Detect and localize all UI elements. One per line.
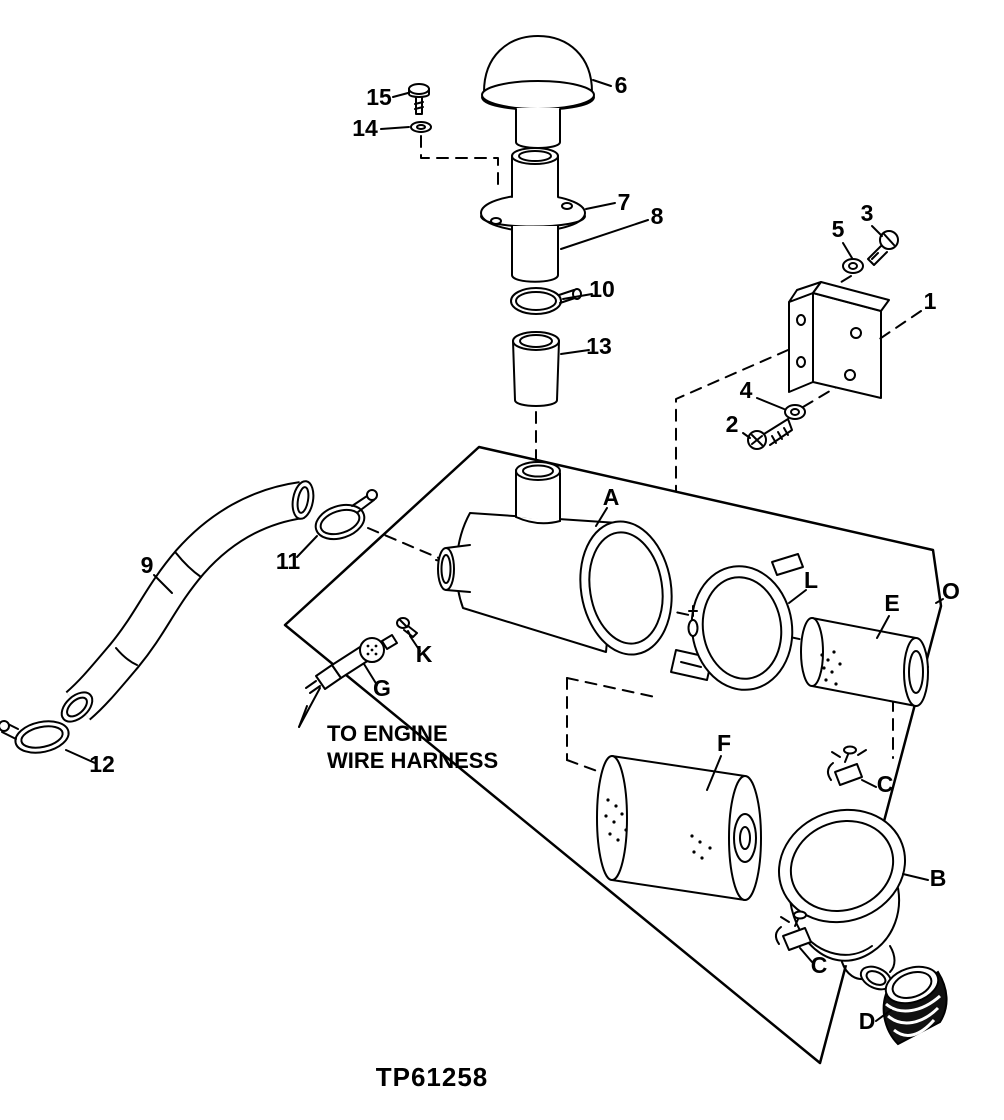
callout-L: L (804, 567, 818, 593)
part-washer-4 (784, 404, 806, 420)
leader-7 (585, 202, 616, 210)
callout-6: 6 (615, 72, 628, 98)
callout-B: B (930, 865, 947, 891)
leader-11 (296, 535, 318, 558)
part-flanged-tube-7-8 (480, 147, 586, 283)
leader-C-top (861, 779, 877, 788)
filter-perforation-dots (820, 650, 842, 686)
part-primary-filter-F (596, 755, 762, 901)
note-line-2: WIRE HARNESS (327, 748, 498, 773)
callout-9: 9 (141, 552, 154, 578)
callout-C-top: C (877, 771, 894, 797)
leader-note-2 (298, 705, 308, 728)
leader-15 (392, 92, 409, 98)
note-line-1: TO ENGINE (327, 721, 448, 746)
filter-perforation-dots (604, 798, 712, 860)
leader-A (595, 507, 608, 527)
callout-K: K (416, 641, 433, 667)
callout-F: F (717, 730, 731, 756)
part-clamp-12 (0, 720, 70, 754)
leader-5 (842, 242, 853, 259)
leader-O (935, 598, 944, 604)
part-bolt-15 (408, 83, 430, 115)
callout-10: 10 (589, 276, 615, 302)
part-housing-B (777, 808, 907, 991)
leader-F (706, 755, 722, 791)
leader-B (902, 873, 929, 881)
leader-8 (560, 219, 649, 250)
leader-12 (65, 749, 96, 764)
leader-D (875, 1009, 892, 1022)
part-clamp-11 (314, 489, 378, 541)
part-latch-clamp-top-C (827, 745, 867, 786)
leader-14 (380, 126, 410, 130)
part-rain-cap-6 (481, 35, 595, 149)
part-sensor-G (305, 634, 398, 694)
part-washer-14 (410, 121, 432, 133)
part-mounting-bracket-1 (788, 281, 890, 399)
leader-4 (756, 397, 785, 410)
leader-E (876, 615, 890, 639)
callout-C-bottom: C (811, 952, 828, 978)
part-clamp-10 (510, 287, 582, 315)
part-screw-K (396, 617, 418, 638)
part-outlet-elbow-D (882, 965, 948, 1046)
part-band-clamp-L (670, 553, 804, 691)
callout-G: G (373, 675, 391, 701)
callout-11: 11 (276, 548, 301, 574)
callout-5: 5 (832, 216, 845, 242)
callout-E: E (884, 590, 899, 616)
leader-L (788, 589, 807, 604)
part-air-cleaner-body-A (437, 461, 673, 656)
part-safety-filter-E (800, 617, 929, 707)
callout-4: 4 (740, 377, 753, 403)
callout-D: D (859, 1008, 876, 1034)
leader-6 (592, 79, 612, 87)
leader-9 (153, 574, 173, 594)
leader-3 (871, 225, 883, 237)
part-screw-3 (867, 230, 899, 266)
part-intake-hose-9 (60, 480, 315, 723)
drawing-code: TP61258 (376, 1062, 489, 1092)
leader-10 (562, 293, 593, 300)
callout-14: 14 (352, 115, 378, 141)
part-washer-5 (842, 258, 864, 274)
leader-K (409, 635, 421, 652)
part-screw-2 (747, 418, 793, 450)
callout-3: 3 (861, 200, 874, 226)
part-hose-13 (512, 331, 560, 407)
callout-13: 13 (586, 333, 612, 359)
leader-1 (877, 310, 922, 341)
callout-8: 8 (651, 203, 664, 229)
callout-O: O (942, 578, 960, 604)
callout-1: 1 (924, 288, 937, 314)
leader-C-bottom (799, 947, 813, 963)
callout-A: A (603, 484, 620, 510)
part-latch-clamp-bottom-C (775, 910, 812, 951)
callout-7: 7 (618, 189, 631, 215)
callout-15: 15 (366, 84, 392, 110)
callout-12: 12 (89, 751, 115, 777)
callout-2: 2 (726, 411, 739, 437)
leader-G (363, 663, 378, 686)
leader-13 (560, 349, 590, 355)
wire-harness-note: TO ENGINE WIRE HARNESS (327, 721, 498, 773)
leader-lines (65, 79, 944, 1022)
callout-labels: 15 14 6 7 8 10 13 5 3 1 4 2 9 11 12 A L … (89, 72, 960, 1034)
leader-2 (742, 432, 751, 439)
